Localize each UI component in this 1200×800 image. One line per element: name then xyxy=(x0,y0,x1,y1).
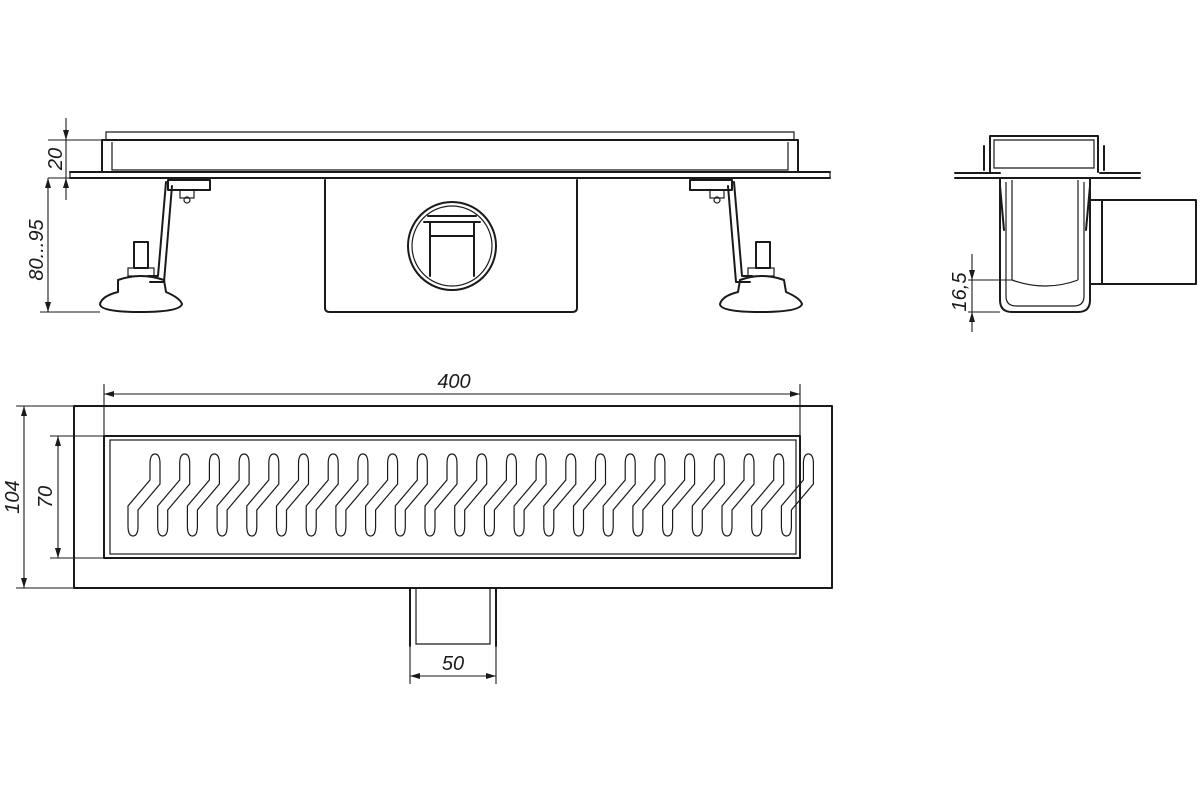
grate-slot xyxy=(602,453,636,537)
grate-slot xyxy=(543,453,577,537)
grate-slot xyxy=(483,453,517,537)
grate-slot xyxy=(424,453,458,537)
dim-height-range: 80...95 xyxy=(26,178,100,313)
grate-slots xyxy=(127,453,814,537)
grate-slot xyxy=(335,453,369,537)
top-view: 400 104 70 50 xyxy=(2,371,833,684)
dim-label-height-range: 80...95 xyxy=(26,219,48,281)
grate-slot xyxy=(275,453,310,537)
dim-water-seal: 16,5 xyxy=(949,254,1012,332)
grate-slot xyxy=(780,453,814,537)
dim-label-water-seal: 16,5 xyxy=(949,272,971,312)
dim-label-grate-width: 70 xyxy=(35,486,57,508)
dim-label-length: 400 xyxy=(437,371,470,393)
grate-slot xyxy=(216,453,250,537)
grate-slot xyxy=(691,453,725,537)
grate-slot xyxy=(157,453,191,537)
dim-label-frame-height: 20 xyxy=(45,148,67,171)
grate-slot xyxy=(751,453,785,537)
dim-label-outlet-width: 50 xyxy=(442,653,464,675)
end-view: 16,5 xyxy=(949,135,1197,332)
grate-slot xyxy=(572,453,607,537)
dim-outlet-width: 50 xyxy=(409,646,497,684)
grate-slot xyxy=(365,453,399,537)
grate-slot xyxy=(305,453,339,537)
grate-slot xyxy=(186,453,220,537)
grate-slot xyxy=(632,453,666,537)
dim-length: 400 xyxy=(103,371,801,436)
dim-label-outer-width: 104 xyxy=(2,480,24,513)
grate-slot xyxy=(246,453,280,537)
grate-slot xyxy=(721,453,755,537)
grate-slot xyxy=(454,453,488,537)
dim-grate-width: 70 xyxy=(35,435,104,559)
dim-frame-height: 20 xyxy=(45,118,102,200)
grate-slot xyxy=(127,453,161,537)
grate-slot xyxy=(662,453,696,537)
grate-slot xyxy=(394,453,428,537)
left-leveling-foot xyxy=(99,179,211,313)
grate-slot xyxy=(513,453,547,537)
right-leveling-foot xyxy=(689,179,803,313)
dim-outer-width: 104 xyxy=(2,405,74,589)
side-view: 20 80...95 xyxy=(26,118,831,313)
